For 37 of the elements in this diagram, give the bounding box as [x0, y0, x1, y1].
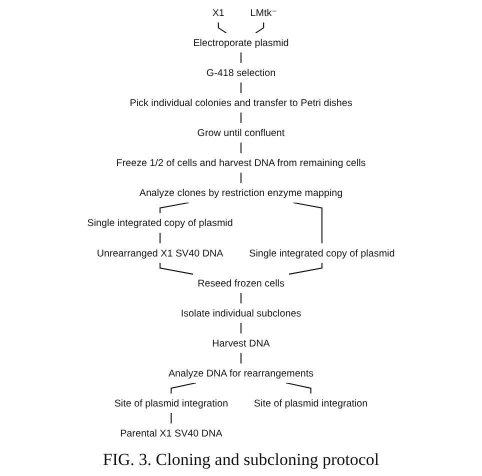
node-text: Freeze 1/2 of cells and harvest DNA from remaining cells	[116, 157, 366, 168]
connector	[170, 412, 172, 424]
node-text: Harvest DNA	[212, 337, 270, 349]
node-text: Site of plasmid integration	[254, 397, 368, 409]
node-text: Unrearranged X1 SV40 DNA	[96, 247, 224, 259]
connector	[240, 172, 242, 184]
connector	[240, 292, 242, 304]
connector	[160, 202, 189, 214]
connector	[218, 22, 227, 34]
connector	[160, 232, 161, 244]
connector	[240, 112, 242, 124]
node-text: Analyze clones by restriction enzyme mapping	[139, 187, 343, 198]
node-text: G-418 selection	[206, 66, 276, 78]
node-text: Grow until confluent	[197, 126, 285, 138]
figure-caption: FIG. 3. Cloning and subcloning protocol	[102, 450, 380, 469]
connector	[170, 382, 196, 394]
connector	[240, 352, 242, 364]
connector	[255, 22, 264, 34]
connector	[286, 382, 312, 394]
connector	[160, 262, 194, 275]
node-text: Single integrated copy of plasmid	[249, 247, 395, 259]
node-text: Single integrated copy of plasmid	[87, 217, 233, 229]
node-text: Electroporate plasmid	[193, 36, 289, 48]
node-text: X1	[212, 6, 224, 18]
connector	[240, 82, 242, 94]
node-text: LMtk⁻	[250, 6, 277, 18]
node-text: Pick individual colonies and transfer to Petri dishes	[130, 96, 352, 108]
connector	[240, 142, 242, 154]
node-text: Parental X1 SV40 DNA	[120, 427, 222, 439]
node-text: Isolate individual subclones	[180, 307, 302, 319]
connector	[288, 262, 322, 275]
connector	[240, 52, 242, 64]
connector	[293, 202, 322, 244]
node-text: Reseed frozen cells	[198, 277, 284, 289]
node-text: Analyze DNA for rearrangements	[168, 367, 314, 379]
node-text: Site of plasmid integration	[114, 397, 228, 409]
connector	[240, 322, 242, 334]
